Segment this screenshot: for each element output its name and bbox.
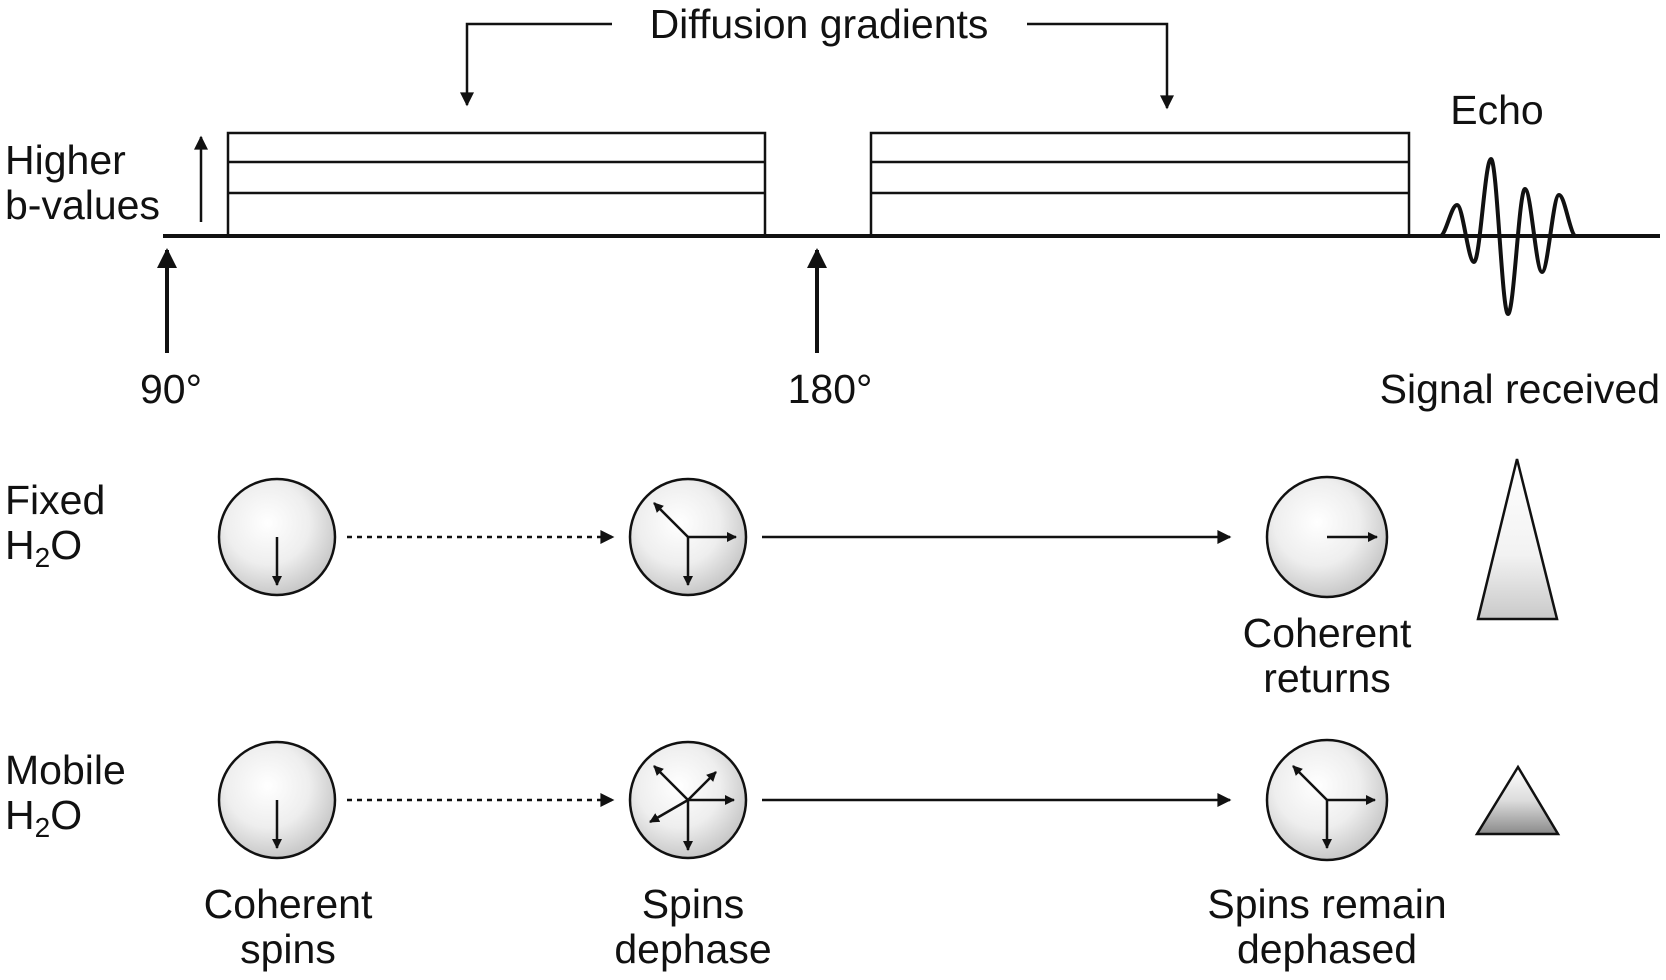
spins-dephase-line2: dephase — [614, 926, 772, 972]
spins-dephase-label: Spins dephase — [614, 882, 771, 972]
water-sub: 2 — [34, 542, 51, 573]
fixed-water-label: Fixed H2O — [5, 477, 106, 572]
mobile-water-formula: H2O — [5, 792, 126, 842]
mobile-water-label: Mobile H2O — [5, 747, 126, 842]
spins-remain-line2: dephased — [1236, 926, 1418, 972]
fixed-row — [217, 475, 1389, 599]
mobile-coherent-spin-sphere — [217, 740, 337, 860]
spins-dephase-line1: Spins — [641, 881, 745, 927]
gradient-lobe-1 — [226, 131, 767, 238]
water-o: O — [50, 792, 83, 838]
higher-b-values-line2: b-values — [5, 182, 160, 228]
higher-b-values-label: Higher b-values — [5, 138, 160, 228]
mobile-still-dephased-spin-sphere — [1265, 738, 1389, 862]
fixed-dephasing-spin-sphere — [628, 477, 748, 597]
coherent-spins-line2: spins — [240, 926, 336, 972]
spins-remain-line1: Spins remain — [1207, 881, 1447, 927]
fixed-coherent-spin-sphere — [217, 477, 337, 597]
signal-large-triangle — [1476, 458, 1559, 621]
gradient-pointer-right-arrow — [1027, 22, 1174, 110]
echo-label: Echo — [1450, 87, 1544, 133]
coherent-returns-line1: Coherent — [1242, 610, 1412, 656]
spins-remain-dephased-label: Spins remain dephased — [1207, 882, 1446, 972]
coherent-spins-label: Coherent spins — [204, 882, 373, 972]
coherent-returns-label: Coherent returns — [1243, 611, 1412, 701]
water-h: H — [5, 792, 35, 838]
water-sub: 2 — [34, 812, 51, 843]
mobile-dephasing-spin-sphere — [628, 740, 748, 860]
pulse-180-label: 180° — [787, 366, 873, 412]
echo-waveform — [1438, 156, 1578, 317]
higher-b-values-line1: Higher — [5, 137, 126, 183]
gradient-lobe-2 — [869, 131, 1411, 238]
mobile-row — [217, 738, 1389, 862]
mobile-label-line1: Mobile — [5, 747, 126, 793]
fixed-water-formula: H2O — [5, 522, 105, 572]
signal-received-label: Signal received — [1379, 366, 1660, 412]
fixed-label-line1: Fixed — [5, 477, 106, 523]
gradient-pointer-left-arrow — [460, 22, 612, 107]
water-o: O — [50, 522, 83, 568]
water-h: H — [5, 522, 35, 568]
pulse-90-label: 90° — [139, 366, 203, 412]
coherent-spins-line1: Coherent — [203, 881, 373, 927]
signal-small-triangle — [1474, 764, 1561, 836]
coherent-returns-line2: returns — [1263, 655, 1391, 701]
diffusion-gradients-label: Diffusion gradients — [649, 1, 989, 47]
fixed-refocused-spin-sphere — [1265, 475, 1389, 599]
